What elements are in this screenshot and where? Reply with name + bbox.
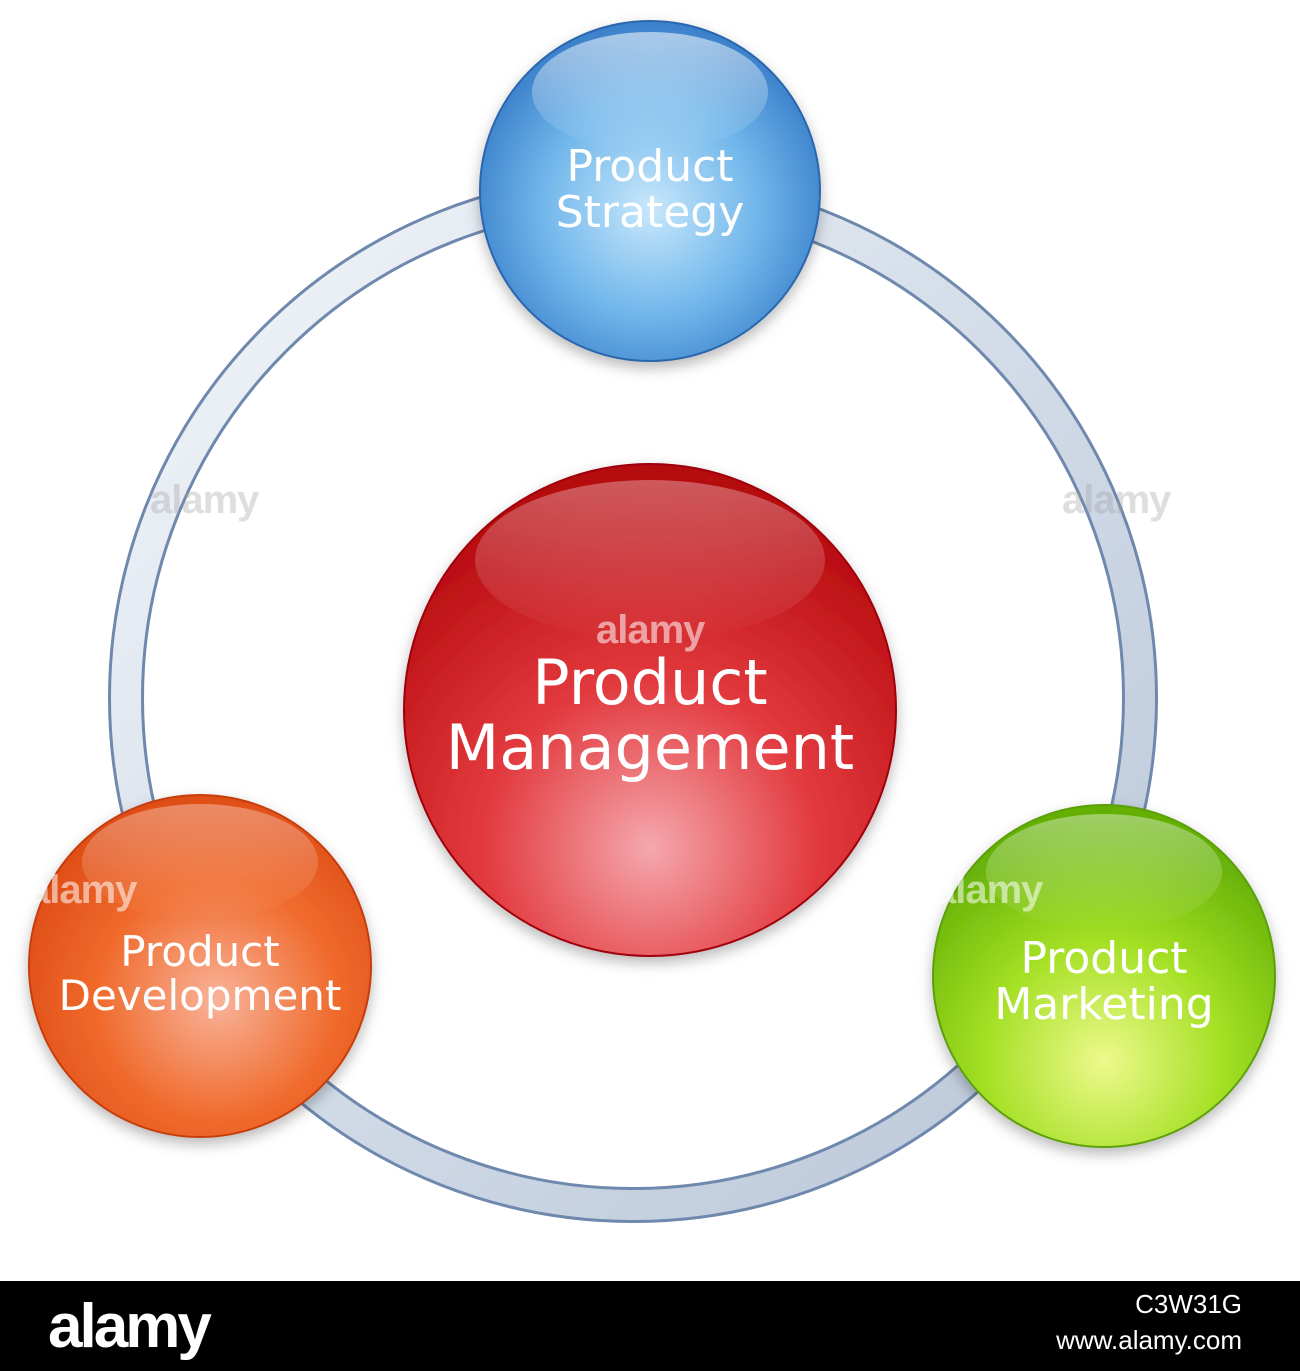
- cycle-diagram: Product Strategy Product Management Prod…: [28, 20, 1276, 1223]
- image-id: C3W31G: [1135, 1289, 1242, 1319]
- node-marketing-circle: [932, 804, 1276, 1148]
- node-development-circle: [28, 794, 372, 1138]
- diagram-graphics: [28, 20, 1276, 1223]
- alamy-logo: alamy: [48, 1292, 212, 1361]
- watermark-footer: alamy C3W31G www.alamy.com: [0, 1281, 1300, 1371]
- site-url: www.alamy.com: [1056, 1325, 1242, 1355]
- node-strategy-circle: [479, 20, 821, 362]
- node-center-circle: [403, 463, 897, 957]
